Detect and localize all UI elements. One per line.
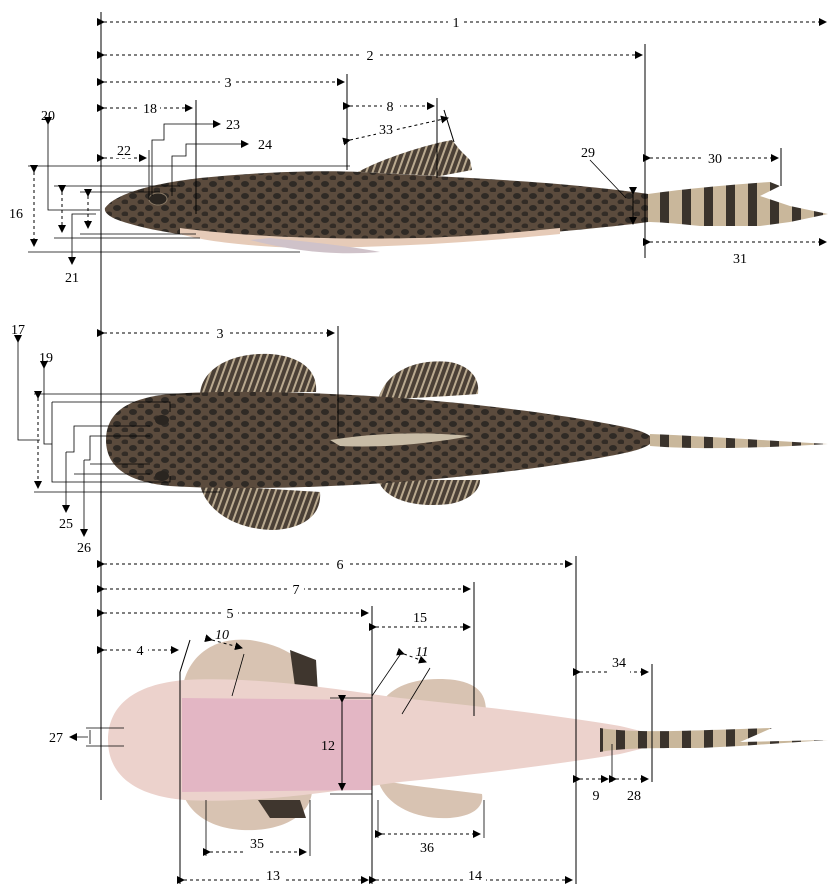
label-22: 22: [117, 144, 131, 159]
label-31: 31: [733, 252, 747, 267]
label-13: 13: [266, 869, 280, 884]
label-5: 5: [227, 607, 234, 622]
label-12: 12: [321, 739, 335, 754]
label-10: 10: [215, 628, 229, 643]
label-35: 35: [250, 837, 264, 852]
label-11: 11: [416, 645, 429, 660]
tail-ventral: [600, 728, 828, 752]
label-15: 15: [413, 611, 427, 626]
label-24: 24: [258, 138, 272, 153]
tail-dorsal: [650, 434, 828, 448]
label-2: 2: [367, 49, 374, 64]
label-29: 29: [581, 146, 595, 161]
label-21: 21: [65, 271, 79, 286]
label-23: 23: [226, 118, 240, 133]
eye-dorsal-left: [155, 415, 169, 425]
label-17: 17: [11, 323, 25, 338]
label-8: 8: [387, 100, 394, 115]
label-7: 7: [293, 583, 300, 598]
label-30: 30: [708, 152, 722, 167]
label-19: 19: [39, 351, 53, 366]
label-34: 34: [612, 656, 626, 671]
label-26: 26: [77, 541, 91, 556]
label-27: 27: [49, 731, 63, 746]
ventral-view-fish: [108, 640, 828, 831]
dorsal-view-fish: [106, 354, 828, 530]
label-4: 4: [137, 644, 144, 659]
label-9: 9: [593, 789, 600, 804]
label-18: 18: [143, 102, 157, 117]
belly-plate-ventral: [182, 698, 372, 792]
pectoral-fin-dorsal-lower: [200, 484, 320, 530]
label-20: 20: [41, 109, 55, 124]
pelvic-fin-dorsal-lower: [378, 480, 480, 505]
label-25: 25: [59, 517, 73, 532]
label-6: 6: [337, 558, 344, 573]
label-36: 36: [420, 841, 434, 856]
dorsal-fin-lateral: [358, 140, 472, 176]
caudal-fin-lateral: [648, 182, 828, 226]
label-1: 1: [453, 16, 460, 31]
pectoral-fin-dorsal-upper: [200, 354, 316, 396]
pelvic-fin-ventral-lower: [378, 780, 482, 818]
eye-dorsal-right: [155, 471, 169, 481]
pelvic-fin-dorsal-upper: [378, 361, 478, 400]
label-33: 33: [379, 123, 393, 138]
label-3-lateral: 3: [225, 76, 232, 91]
label-3-dorsal: 3: [217, 327, 224, 342]
label-14: 14: [468, 869, 482, 884]
label-16: 16: [9, 207, 23, 222]
label-28: 28: [627, 789, 641, 804]
